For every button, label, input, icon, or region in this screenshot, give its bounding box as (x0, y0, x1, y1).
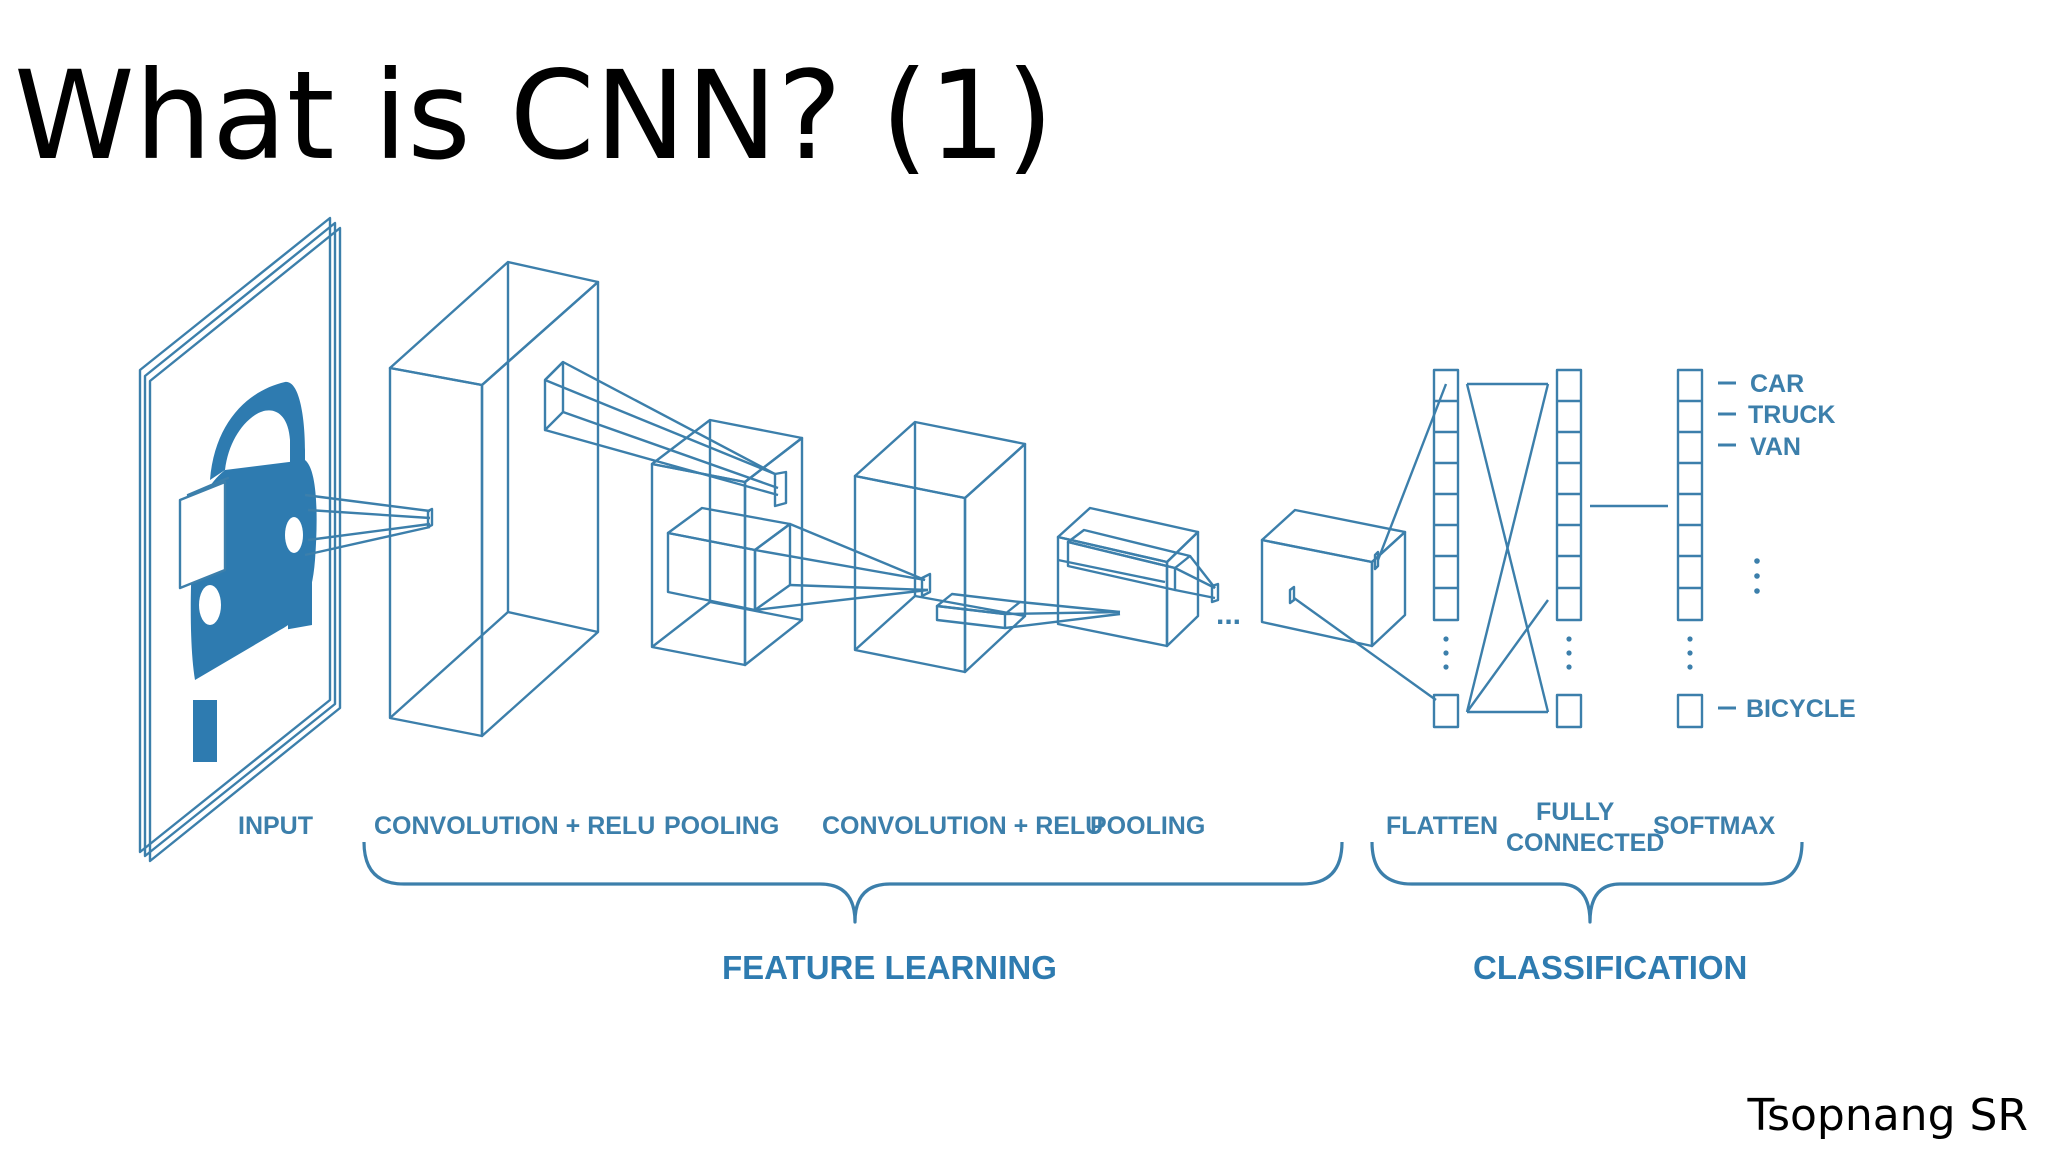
group-classification: CLASSIFICATION (1473, 949, 1747, 986)
label-fully-connected-1: FULLY (1536, 798, 1615, 826)
label-flatten: FLATTEN (1386, 812, 1498, 840)
label-input: INPUT (238, 812, 313, 840)
output-label-dashes (1718, 381, 1736, 710)
pool1-volume (650, 418, 804, 667)
output-van: VAN (1750, 433, 1801, 461)
input-to-conv1-lines (304, 493, 434, 557)
flatten-connections (1293, 383, 1448, 701)
conv1-to-pool1-lines (543, 360, 788, 508)
softmax-column (1676, 368, 1704, 729)
car-icon (178, 381, 317, 762)
fully-connected-column (1555, 368, 1583, 729)
final-feature-volume (1260, 508, 1407, 648)
output-car: CAR (1750, 370, 1804, 398)
label-conv1: CONVOLUTION + RELU (374, 812, 655, 840)
input-image-plane (138, 216, 342, 863)
classification-brace (1370, 841, 1804, 924)
label-pool1: POOLING (664, 812, 779, 840)
author-credit: Tsopnang SR (1747, 1090, 2028, 1141)
label-conv2: CONVOLUTION + RELU (822, 812, 1103, 840)
label-softmax: SOFTMAX (1653, 812, 1776, 840)
output-bicycle: BICYCLE (1746, 695, 1856, 723)
label-fully-connected-2: CONNECTED (1506, 829, 1664, 857)
conv2-to-pool2-lines (1004, 600, 1121, 630)
conv1-volume (388, 260, 600, 738)
ellipsis-dots (1443, 558, 1760, 670)
conv2-volume (853, 420, 1027, 674)
slide-title: What is CNN? (1) (14, 45, 1054, 187)
pool2-volume (1056, 506, 1220, 648)
feature-ellipsis: ... (1216, 598, 1241, 631)
pool1-to-conv2-lines (754, 522, 932, 612)
output-truck: TRUCK (1748, 401, 1836, 429)
feature-learning-brace (362, 841, 1344, 924)
group-feature-learning: FEATURE LEARNING (722, 949, 1057, 986)
fully-connected-edges (1465, 382, 1550, 714)
flatten-column (1432, 368, 1460, 729)
label-pool2: POOLING (1090, 812, 1205, 840)
